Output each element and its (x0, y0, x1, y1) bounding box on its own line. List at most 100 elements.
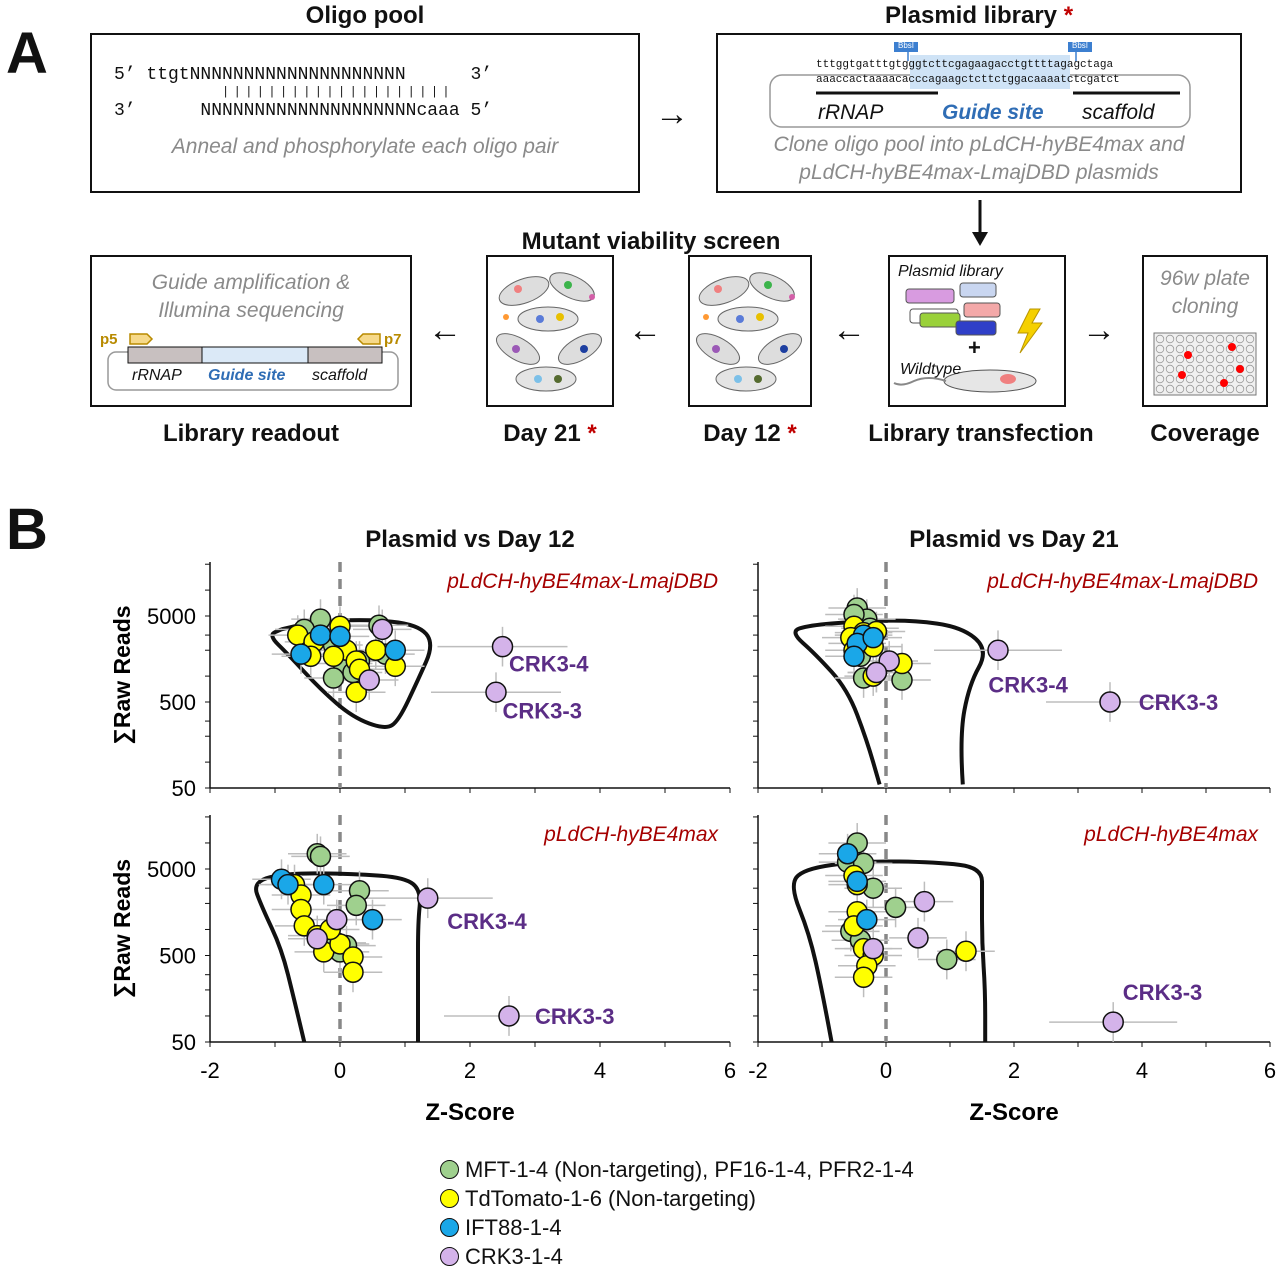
transfection-plus: + (968, 335, 981, 360)
transfection-wildtype-label: Wildtype (900, 361, 962, 378)
col-title-day21: Plasmid vs Day 21 (909, 526, 1119, 553)
plasmid-seq-top: tttggtgatttgtgggtcttcgagaagacctgttttagag… (816, 59, 1114, 71)
day21-title: Day 21 * (503, 420, 597, 447)
col-title-day12: Plasmid vs Day 12 (365, 526, 575, 553)
x-axis-label: Z-Score (969, 1099, 1058, 1126)
readout-label-rrnap: rRNAP (132, 367, 182, 384)
data-point-blue (836, 843, 859, 865)
oligo-pool-box: 5’ ttgtNNNNNNNNNNNNNNNNNNNN 3’ |||||||||… (90, 33, 640, 193)
panel-letter-a: A (6, 21, 48, 86)
data-point-blue (329, 625, 351, 648)
legend-label-yellow: TdTomato-1-6 (Non-targeting) (465, 1185, 757, 1211)
point-label: CRK3-4 (988, 672, 1068, 697)
x-tick-label: -2 (200, 1058, 220, 1083)
x-tick-label: 6 (724, 1058, 736, 1083)
y-tick-label: 500 (159, 944, 196, 969)
data-point-blue (309, 624, 332, 646)
data-point-blue (846, 870, 868, 893)
data-point-green (309, 845, 332, 868)
oligo-caption: Anneal and phosphorylate each oligo pair (171, 135, 559, 158)
bbsi-right-label: BbsI (1071, 41, 1088, 50)
data-point-purple (913, 890, 936, 913)
y-tick-label: 5000 (147, 604, 196, 629)
x-tick-label: 4 (1136, 1058, 1148, 1083)
data-point-yellow (322, 645, 345, 668)
y-tick-label: 50 (172, 1030, 196, 1055)
data-point-purple (1099, 691, 1121, 713)
arrow-right-1: → (655, 95, 689, 133)
primer-p7: p7 (384, 331, 402, 348)
coverage-caption-1: 96w plate (1160, 267, 1250, 290)
legend-label-blue: IFT88-1-4 (465, 1214, 562, 1240)
data-point-green (936, 948, 958, 971)
data-point-blue (862, 626, 884, 649)
x-tick-label: 2 (464, 1058, 476, 1083)
point-label: CRK3-3 (503, 698, 582, 723)
plasmid-caption-1: Clone oligo pool into pLdCH-hyBE4max and (773, 133, 1185, 156)
data-point-purple (491, 635, 514, 658)
data-point-purple (417, 887, 439, 909)
coverage-box: 96w plate cloning (1142, 255, 1268, 407)
plasmid-library-title: Plasmid library * (884, 2, 1074, 29)
plate-illustration (1153, 332, 1257, 396)
plasmid-label-guide: Guide site (942, 101, 1044, 124)
data-point-purple (862, 937, 884, 960)
y-tick-label: 500 (159, 690, 196, 715)
plasmid-seq-bottom: aaaccactaaaacacccagaagctcttctggacaaaatct… (816, 74, 1120, 86)
readout-label-guide: Guide site (208, 367, 286, 384)
day12-cells-illustration (696, 272, 802, 392)
plasmid-star: * (1063, 2, 1074, 29)
point-label: CRK3-3 (535, 1004, 614, 1029)
x-tick-label: 4 (594, 1058, 606, 1083)
data-point-blue (843, 645, 865, 668)
significance-boundary (791, 859, 988, 1043)
plasmid-annotation: pLdCH-hyBE4max (543, 823, 719, 846)
coverage-caption-2: cloning (1171, 295, 1239, 318)
x-tick-label: 0 (334, 1058, 346, 1083)
plasmid-library-box: BbsI BbsI tttggtgatttgtgggtcttcgagaagacc… (716, 33, 1242, 193)
oligo-pairing-bars: |||||||||||||||||||| (222, 85, 455, 99)
panel-letter-b: B (6, 497, 48, 562)
data-point-yellow (852, 966, 875, 989)
readout-caption-2: Illumina sequencing (158, 299, 344, 322)
data-point-purple (907, 927, 929, 949)
legend-marker-blue (440, 1218, 459, 1237)
data-point-purple (326, 908, 348, 931)
data-point-blue (361, 908, 384, 931)
data-point-blue (856, 908, 878, 931)
data-point-purple (371, 618, 393, 641)
arrow-right-2: → (1082, 311, 1116, 349)
y-axis-label: ∑Raw Reads (109, 605, 136, 744)
data-point-purple (485, 681, 507, 703)
data-point-purple (498, 1005, 520, 1027)
data-point-purple (865, 661, 888, 684)
plasmid-annotation: pLdCH-hyBE4max-LmajDBD (446, 570, 718, 593)
legend-marker-purple (440, 1247, 459, 1266)
plasmid-label-rrnap: rRNAP (818, 101, 884, 124)
data-point-purple (306, 928, 328, 950)
x-tick-label: 6 (1264, 1058, 1276, 1083)
plasmid-label-scaffold: scaffold (1082, 101, 1155, 124)
coverage-title: Coverage (1150, 420, 1260, 447)
legend-item-green: MFT-1-4 (Non-targeting), PF16-1-4, PFR2-… (440, 1155, 1060, 1184)
data-point-green (884, 896, 907, 919)
legend-item-yellow: TdTomato-1-6 (Non-targeting) (440, 1184, 1060, 1213)
x-tick-label: -2 (748, 1058, 768, 1083)
readout-title: Library readout (162, 420, 340, 447)
day12-title: Day 12 * (703, 420, 797, 447)
y-tick-label: 5000 (147, 857, 196, 882)
transfection-box: Plasmid library + Wildtype (888, 255, 1066, 407)
data-point-purple (358, 669, 380, 691)
day21-cells-illustration (496, 272, 602, 392)
bbsi-left-label: BbsI (897, 41, 914, 50)
day21-box (486, 255, 614, 407)
plasmid-caption-2: pLdCH-hyBE4max-LmajDBD plasmids (799, 161, 1159, 184)
arrow-left-1: ← (428, 311, 462, 349)
data-point-blue (384, 639, 406, 661)
legend-label-green: MFT-1-4 (Non-targeting), PF16-1-4, PFR2-… (465, 1156, 914, 1182)
data-point-blue (290, 643, 312, 665)
